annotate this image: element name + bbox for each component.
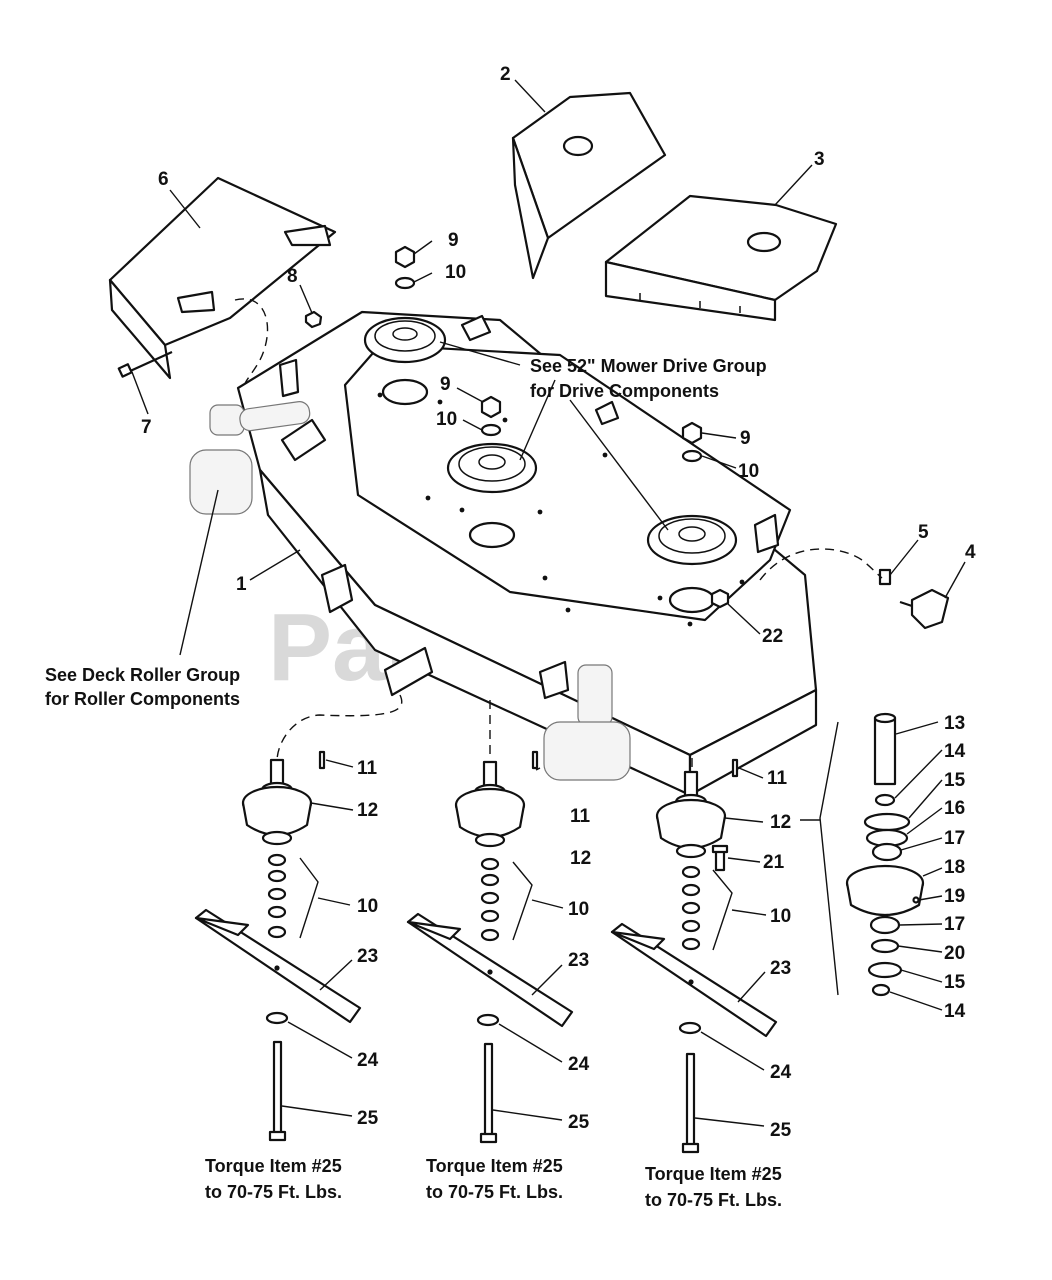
callout-11b: 11 xyxy=(570,806,591,827)
callout-10d: 10 xyxy=(357,896,378,917)
pulley-hardware-right xyxy=(681,421,703,463)
torque-right-line-2: to 70-75 Ft. Lbs. xyxy=(645,1190,782,1210)
torque-mid-line-2: to 70-75 Ft. Lbs. xyxy=(426,1182,563,1202)
callout-12c: 12 xyxy=(770,812,791,833)
callout-10b: 10 xyxy=(436,409,457,430)
spindle-align-left xyxy=(276,694,403,761)
pulley-right xyxy=(646,514,738,566)
callout-21: 21 xyxy=(763,852,785,873)
callout-14b: 14 xyxy=(944,1001,966,1022)
callout-4: 4 xyxy=(965,542,976,563)
torque-right-line-1: Torque Item #25 xyxy=(645,1164,782,1184)
callout-24c: 24 xyxy=(770,1062,792,1083)
callout-11c: 11 xyxy=(767,768,788,789)
callout-10c: 10 xyxy=(738,461,759,482)
callout-10f: 10 xyxy=(770,906,791,927)
pulley-left xyxy=(363,316,447,364)
callout-9a: 9 xyxy=(448,230,459,251)
knob-part-4 xyxy=(899,588,950,630)
callout-1: 1 xyxy=(236,574,247,595)
callout-24b: 24 xyxy=(568,1054,590,1075)
belt-cover-part-6 xyxy=(108,176,337,380)
washer-stack-right xyxy=(681,865,701,951)
washer-stack-center xyxy=(480,857,500,942)
cover-shield-part-3 xyxy=(604,194,838,322)
blade-bolt-center xyxy=(476,1013,500,1144)
callout-16: 16 xyxy=(944,798,965,819)
callout-22: 22 xyxy=(762,626,783,647)
pulley-hardware-center xyxy=(480,395,502,437)
blade-left xyxy=(194,908,362,1024)
drive-note-line-2: for Drive Components xyxy=(530,381,719,401)
spindle-assembly-left xyxy=(241,750,326,846)
callout-10e: 10 xyxy=(568,899,589,920)
callout-11a: 11 xyxy=(357,758,378,779)
callout-17b: 17 xyxy=(944,914,965,935)
blade-bolt-left xyxy=(265,1011,289,1142)
spindle-assembly-right xyxy=(655,758,739,872)
bolt-part-7 xyxy=(117,350,173,378)
torque-mid-line-1: Torque Item #25 xyxy=(426,1156,563,1176)
callout-9c: 9 xyxy=(740,428,751,449)
pulley-hardware-left xyxy=(394,245,416,290)
callout-23a: 23 xyxy=(357,946,378,967)
drive-note-line-1: See 52" Mower Drive Group xyxy=(530,356,767,376)
callout-25b: 25 xyxy=(568,1112,590,1133)
torque-left-line-1: Torque Item #25 xyxy=(205,1156,342,1176)
callout-25c: 25 xyxy=(770,1120,792,1141)
callout-5: 5 xyxy=(918,522,929,543)
nut-part-22 xyxy=(710,588,730,609)
callout-24a: 24 xyxy=(357,1050,379,1071)
callout-15b: 15 xyxy=(944,972,966,993)
roller-note-line-1: See Deck Roller Group xyxy=(45,665,240,685)
callout-13: 13 xyxy=(944,713,965,734)
callout-15a: 15 xyxy=(944,770,966,791)
callout-25a: 25 xyxy=(357,1108,379,1129)
deck-roller-left xyxy=(189,401,311,515)
washer-stack-left xyxy=(267,853,287,939)
callout-23c: 23 xyxy=(770,958,791,979)
callout-12a: 12 xyxy=(357,800,378,821)
deck-roller-right xyxy=(543,664,631,781)
callout-19: 19 xyxy=(944,886,965,907)
callout-2: 2 xyxy=(500,64,511,85)
pulley-center xyxy=(446,442,538,494)
callout-17a: 17 xyxy=(944,828,965,849)
callout-6: 6 xyxy=(158,169,169,190)
callout-8: 8 xyxy=(287,266,298,287)
callout-labels: 2 3 6 9 10 8 7 9 10 9 10 1 5 4 22 11 12 … xyxy=(141,64,976,1141)
callout-3: 3 xyxy=(814,149,825,170)
blade-right xyxy=(610,922,778,1038)
spindle-assembly-center xyxy=(454,750,539,848)
callout-18: 18 xyxy=(944,857,965,878)
blade-bolt-right xyxy=(678,1021,702,1154)
callout-7: 7 xyxy=(141,417,152,438)
callout-9b: 9 xyxy=(440,374,451,395)
callout-20: 20 xyxy=(944,943,965,964)
torque-left-line-2: to 70-75 Ft. Lbs. xyxy=(205,1182,342,1202)
cover-shield-part-2 xyxy=(511,91,667,280)
callout-14a: 14 xyxy=(944,741,966,762)
spindle-detail-assembly xyxy=(800,712,925,997)
leader-lines xyxy=(131,79,966,1127)
belt-path-right xyxy=(759,548,883,581)
roller-note-line-2: for Roller Components xyxy=(45,689,240,709)
callout-23b: 23 xyxy=(568,950,589,971)
notes: See 52" Mower Drive Group for Drive Comp… xyxy=(45,356,782,1210)
callout-10a: 10 xyxy=(445,262,466,283)
nut-part-8 xyxy=(304,310,323,329)
callout-12b: 12 xyxy=(570,848,591,869)
blade-center xyxy=(406,912,574,1028)
